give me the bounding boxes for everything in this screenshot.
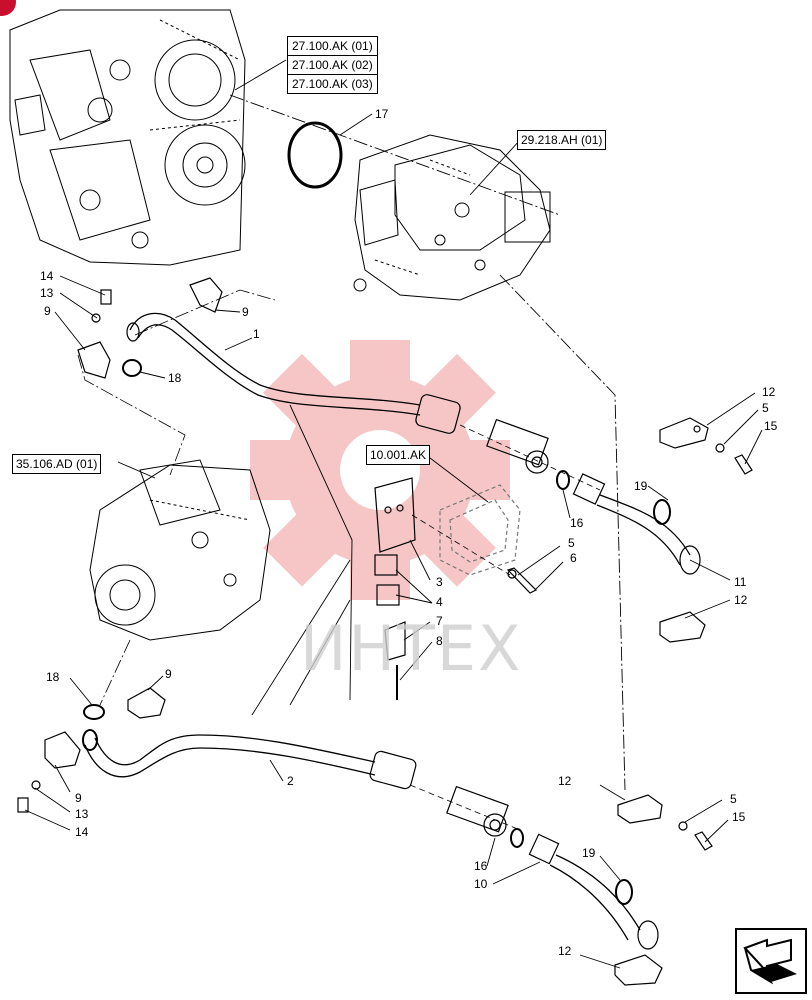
callout-18-top: 18	[168, 371, 182, 385]
callout-19-bottom: 19	[582, 846, 596, 860]
fitting-16-top	[486, 418, 549, 474]
o-ring-16-top	[556, 470, 570, 490]
o-ring-17	[287, 121, 343, 189]
fitting-16-bottom	[446, 785, 509, 837]
next-arrow-icon	[743, 938, 797, 985]
o-ring-18-top	[122, 359, 142, 377]
callout-14-top: 14	[40, 269, 54, 283]
callout-12-mid: 12	[734, 593, 748, 607]
hydraulic-pump	[353, 134, 551, 301]
callout-13-bottom: 13	[75, 807, 89, 821]
ref-stack-transmission[interactable]: 27.100.AK (01) 27.100.AK (02) 27.100.AK …	[287, 36, 378, 94]
o-ring-19-bottom	[615, 879, 633, 905]
clamp-9-mid	[127, 687, 166, 719]
callout-9-mid: 9	[165, 667, 172, 681]
callout-5-lower: 5	[730, 792, 737, 806]
callout-12-lower-bottom: 12	[558, 944, 572, 958]
callout-8: 8	[436, 634, 443, 648]
callout-2: 2	[287, 774, 294, 788]
o-ring-18-bottom	[83, 704, 105, 720]
lower-pump	[89, 459, 271, 641]
pipe-2	[82, 729, 417, 790]
clamp-9-left	[77, 341, 111, 379]
callout-12-lower-top: 12	[558, 774, 572, 788]
callout-15-lower: 15	[732, 810, 746, 824]
ref-29218ah-01[interactable]: 29.218.AH (01)	[517, 130, 607, 150]
clamp-12-lower-bottom	[614, 954, 663, 986]
ref-10001ak[interactable]: 10.001.AK	[366, 445, 431, 465]
ref-27100ak-01[interactable]: 27.100.AK (01)	[288, 37, 377, 56]
pipe-11	[572, 473, 701, 575]
next-page-button[interactable]	[735, 928, 807, 994]
callout-11: 11	[734, 575, 747, 589]
callout-10: 10	[474, 877, 488, 891]
callout-16-top: 16	[570, 516, 584, 530]
callout-1: 1	[253, 327, 260, 341]
callout-5-top: 5	[762, 401, 769, 415]
pipe-1	[126, 312, 461, 434]
block-4-bottom	[376, 584, 400, 606]
watermark-gear-icon	[250, 340, 510, 600]
callout-5-mid: 5	[568, 536, 575, 550]
callout-9-lower: 9	[75, 791, 82, 805]
clamp-12-top	[659, 417, 709, 449]
callout-17: 17	[375, 107, 389, 121]
o-ring-16-bottom	[510, 828, 524, 848]
leader-lines	[24, 59, 763, 969]
clamp-12-lower-top	[617, 794, 663, 824]
callout-18-bottom: 18	[46, 670, 60, 684]
callout-15-top: 15	[764, 419, 778, 433]
callout-7: 7	[436, 614, 443, 628]
transmission-housing	[9, 9, 246, 266]
callout-9-top: 9	[242, 305, 249, 319]
clamp-9-lower	[44, 731, 81, 769]
ref-35106ad-01[interactable]: 35.106.AD (01)	[12, 454, 102, 474]
bracket-10001ak	[439, 484, 521, 576]
callout-6: 6	[570, 551, 577, 565]
ref-27100ak-03[interactable]: 27.100.AK (03)	[292, 77, 373, 91]
ref-27100ak-02[interactable]: 27.100.AK (02)	[288, 56, 377, 75]
clamp-12-mid	[659, 611, 706, 643]
callout-3: 3	[436, 575, 443, 589]
callout-16-bottom: 16	[474, 859, 488, 873]
plate-3	[374, 477, 416, 553]
wedge-7	[384, 621, 406, 661]
callout-12-top: 12	[762, 385, 776, 399]
block-4-top	[374, 554, 398, 576]
callout-9-left: 9	[44, 304, 51, 318]
callout-13-top: 13	[40, 286, 54, 300]
watermark-text: ИНТЕХ	[300, 612, 523, 685]
o-ring-19-top	[653, 499, 671, 525]
pipe-10	[528, 833, 659, 950]
callout-19-top: 19	[634, 479, 648, 493]
callout-4: 4	[436, 595, 443, 609]
clamp-9-top	[189, 277, 223, 313]
callout-14-bottom: 14	[75, 825, 89, 839]
